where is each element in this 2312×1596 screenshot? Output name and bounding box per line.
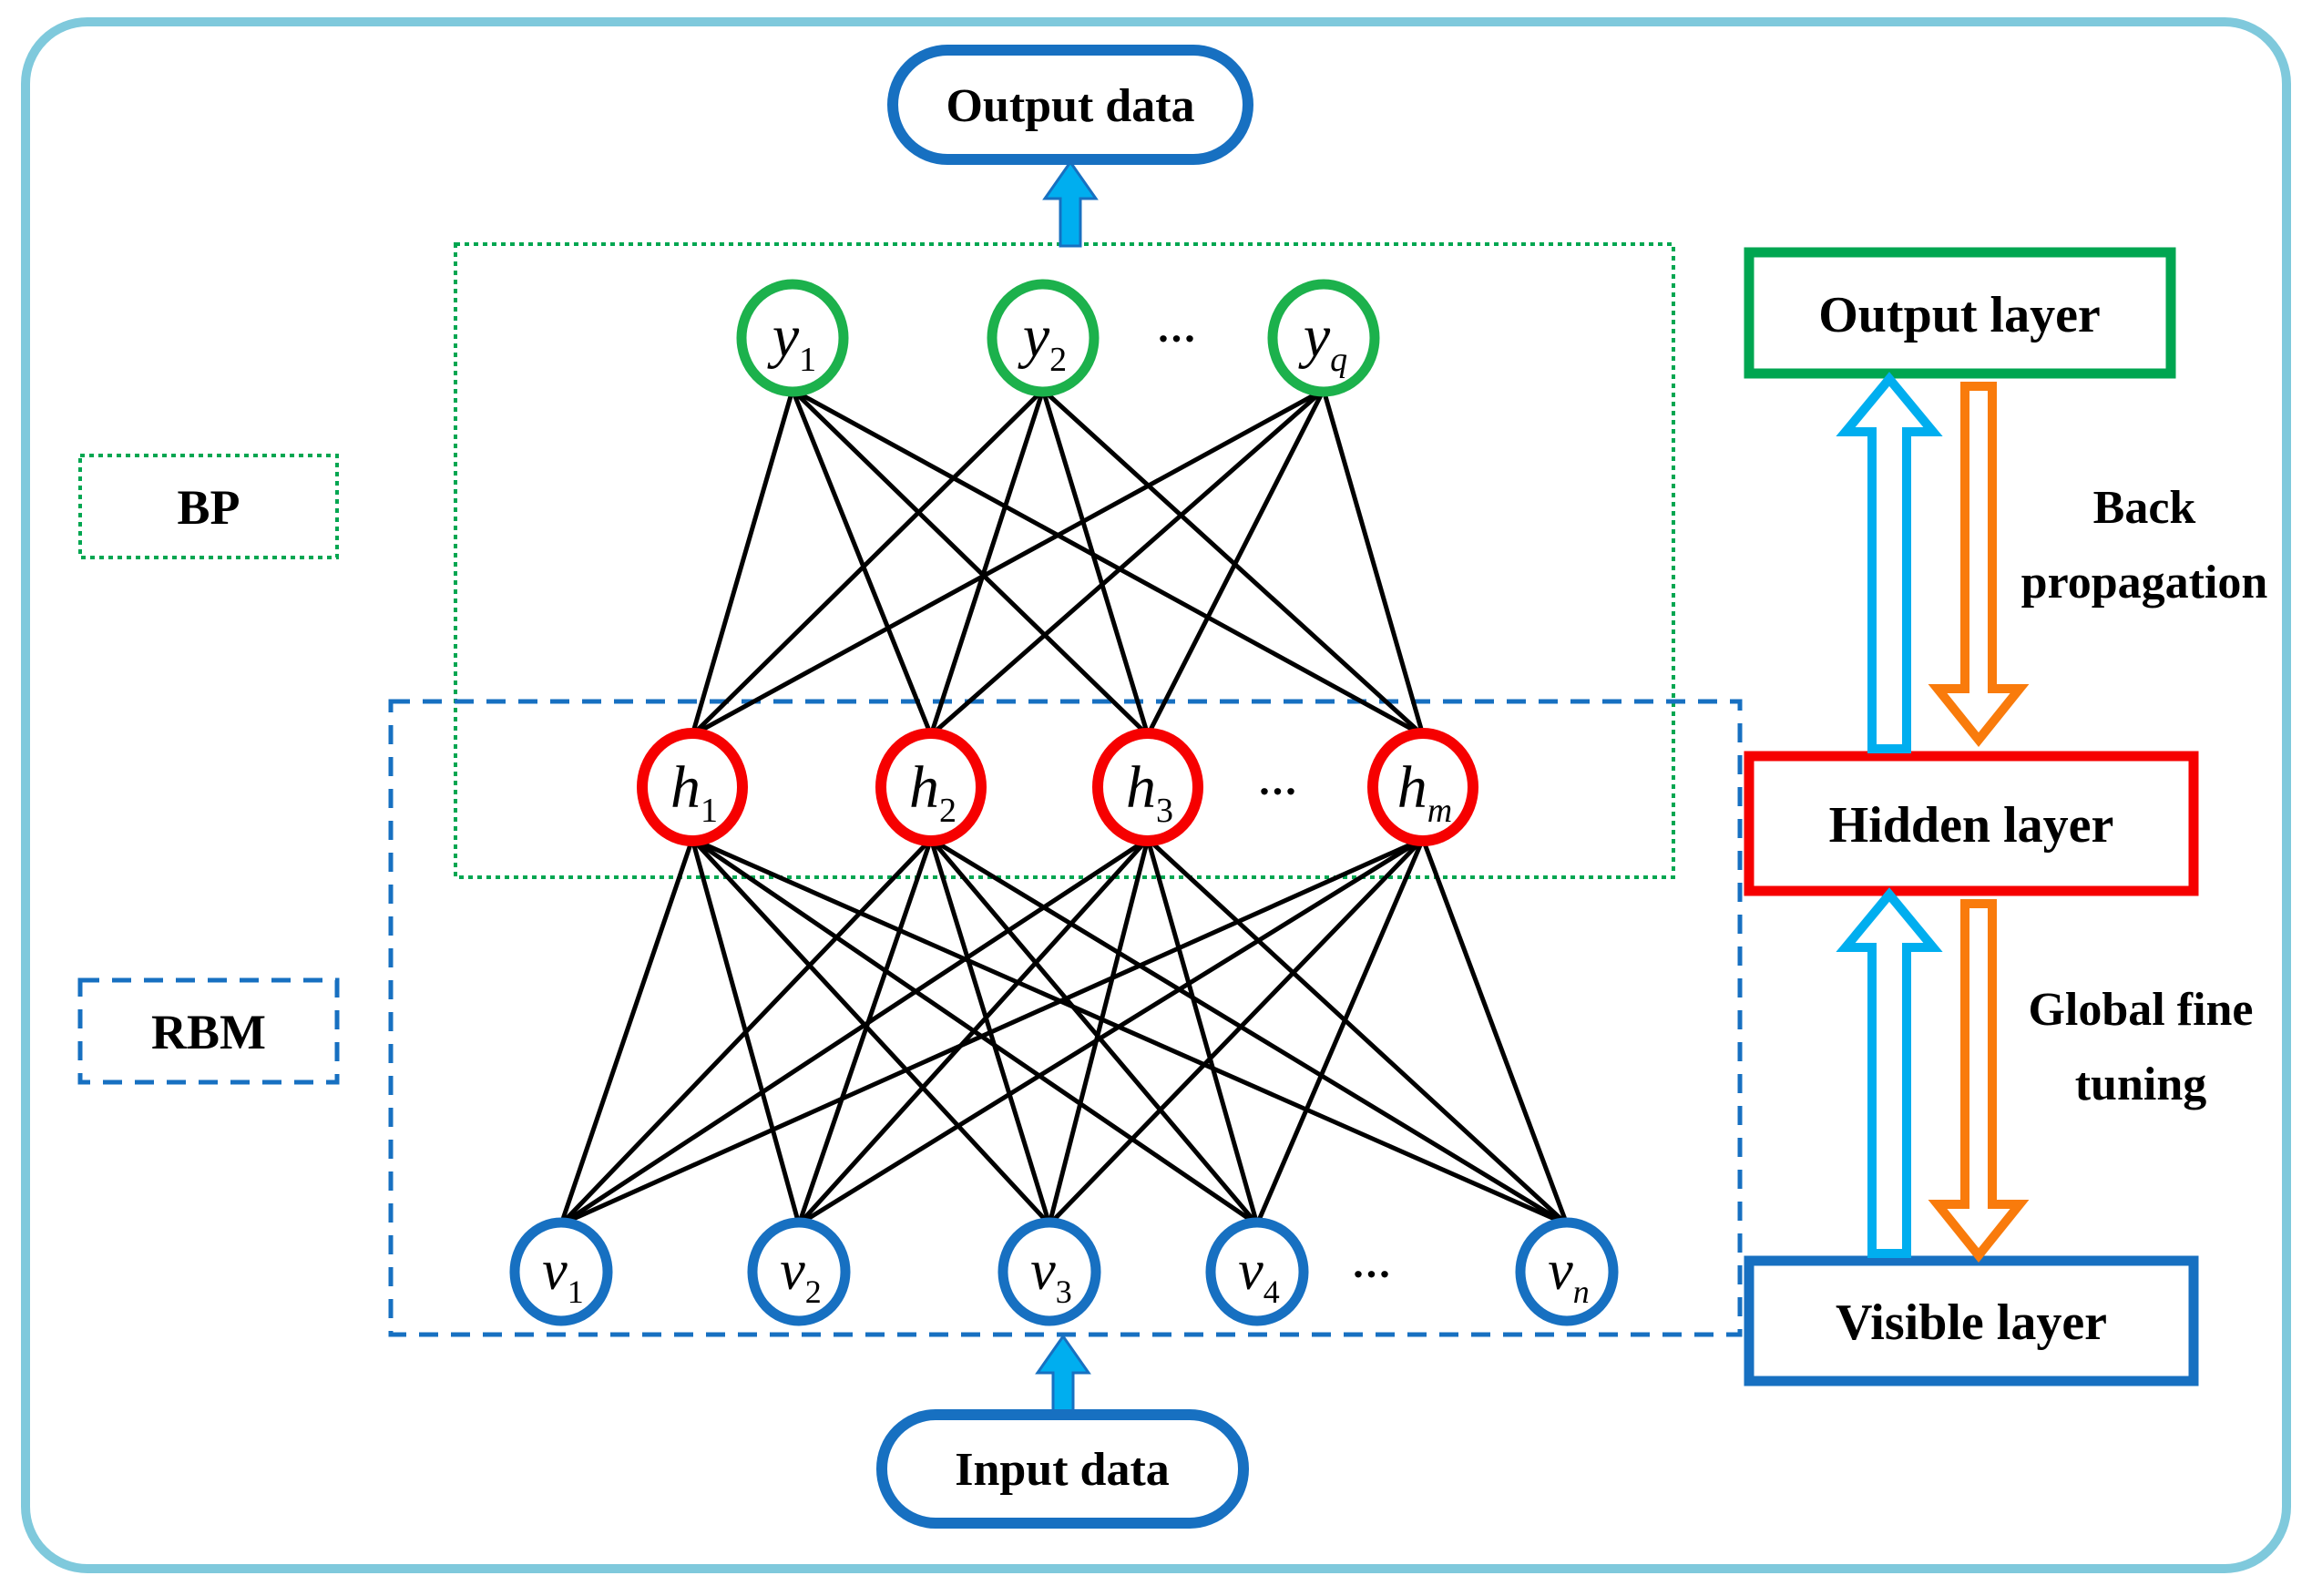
node-yq — [1267, 279, 1380, 397]
output-node-row — [736, 279, 1380, 397]
node-label-hm: hm — [1397, 754, 1452, 830]
down-arrow-icon-top — [1928, 382, 2030, 747]
up-arrows — [1836, 372, 1943, 1258]
edge-hv — [1146, 837, 1569, 1226]
input-data-capsule — [876, 1409, 1249, 1529]
node-label-y2: y2 — [1018, 303, 1067, 379]
edge-hv — [929, 836, 1569, 1227]
edge-yh — [691, 388, 1045, 737]
output-row-ellipsis: ... — [1158, 304, 1198, 351]
edge-hv — [796, 838, 934, 1225]
edge-yh — [791, 387, 1425, 738]
input-up-arrow-icon — [1035, 1334, 1091, 1419]
bp-region-box — [454, 242, 1675, 879]
rbm-label: RBM — [151, 1005, 266, 1059]
output-data-label: Output data — [946, 80, 1194, 132]
visible-node-row — [509, 1217, 1619, 1326]
edge-yh — [1041, 388, 1425, 737]
global-fine-tuning-label-line2: tuning — [2075, 1059, 2207, 1110]
node-label-h3: h3 — [1126, 754, 1173, 830]
node-label-vn: vn — [1548, 1240, 1590, 1310]
edge-hv — [1145, 838, 1260, 1225]
edge-hv — [558, 838, 695, 1225]
output-layer-box — [1744, 247, 2176, 379]
edges-hidden-visible — [558, 836, 1570, 1227]
rbm-region-box — [388, 699, 1743, 1337]
edge-hv — [1048, 837, 1425, 1226]
global-fine-tuning-label-line1: Global fine — [2028, 984, 2253, 1036]
hidden-node-row — [637, 728, 1478, 846]
node-vn — [1515, 1217, 1619, 1326]
edge-hv — [929, 837, 1259, 1226]
edge-yh — [1040, 389, 1151, 736]
edge-hv — [1254, 838, 1426, 1225]
edge-yh — [1145, 388, 1326, 737]
visible-layer-box — [1744, 1255, 2199, 1386]
node-h3 — [1092, 728, 1203, 846]
back-propagation-label-line1: Back — [2093, 482, 2196, 534]
edge-yh — [1321, 389, 1426, 736]
node-label-v4: v4 — [1238, 1240, 1280, 1310]
edge-hv — [559, 836, 1425, 1227]
node-label-h2: h2 — [909, 754, 957, 830]
hidden-row-ellipsis: ... — [1259, 757, 1299, 803]
back-propagation-label-line2: propagation — [2021, 557, 2268, 609]
node-v1 — [509, 1217, 613, 1326]
node-label-v1: v1 — [542, 1240, 584, 1310]
outer-frame — [21, 17, 2291, 1573]
down-arrows — [1928, 382, 2030, 1263]
edges-output-hidden — [690, 387, 1426, 738]
visible-row-ellipsis: ... — [1353, 1240, 1393, 1286]
edge-hv — [691, 837, 1051, 1226]
edge-yh — [929, 388, 1325, 737]
edge-yh — [690, 389, 795, 736]
up-arrow-icon-bottom — [1836, 887, 1943, 1258]
edge-yh — [691, 387, 1325, 738]
edge-yh — [928, 389, 1046, 736]
output-data-capsule — [887, 45, 1253, 165]
edge-hv — [1047, 838, 1151, 1225]
node-hm — [1367, 728, 1478, 846]
rbm-label-box — [77, 977, 340, 1085]
node-h1 — [637, 728, 748, 846]
edge-yh — [790, 389, 934, 736]
edge-hv — [1420, 838, 1570, 1225]
down-arrow-icon-bottom — [1928, 899, 2030, 1263]
output-layer-label: Output layer — [1818, 287, 2101, 343]
hidden-layer-label: Hidden layer — [1829, 797, 2114, 854]
bp-label: BP — [177, 480, 240, 535]
node-y1 — [736, 279, 849, 397]
edge-hv — [797, 836, 1425, 1227]
input-data-label: Input data — [955, 1444, 1170, 1496]
node-label-v3: v3 — [1030, 1240, 1072, 1310]
node-label-y1: y1 — [767, 303, 816, 379]
node-label-v2: v2 — [780, 1240, 822, 1310]
node-y2 — [987, 279, 1100, 397]
edge-hv — [559, 837, 933, 1226]
node-h2 — [875, 728, 987, 846]
output-up-arrow-icon — [1042, 159, 1099, 248]
up-arrow-icon-top — [1836, 372, 1943, 753]
node-label-h1: h1 — [670, 754, 718, 830]
node-v4 — [1205, 1217, 1309, 1326]
hidden-layer-box — [1744, 751, 2199, 896]
edge-hv — [691, 836, 1569, 1227]
visible-layer-label: Visible layer — [1836, 1294, 2107, 1351]
edge-hv — [559, 836, 1150, 1227]
bp-label-box — [78, 454, 339, 559]
node-v2 — [747, 1217, 851, 1326]
node-v3 — [997, 1217, 1101, 1326]
node-label-yq: yq — [1298, 303, 1347, 379]
edge-yh — [791, 388, 1150, 737]
edge-hv — [797, 837, 1150, 1226]
